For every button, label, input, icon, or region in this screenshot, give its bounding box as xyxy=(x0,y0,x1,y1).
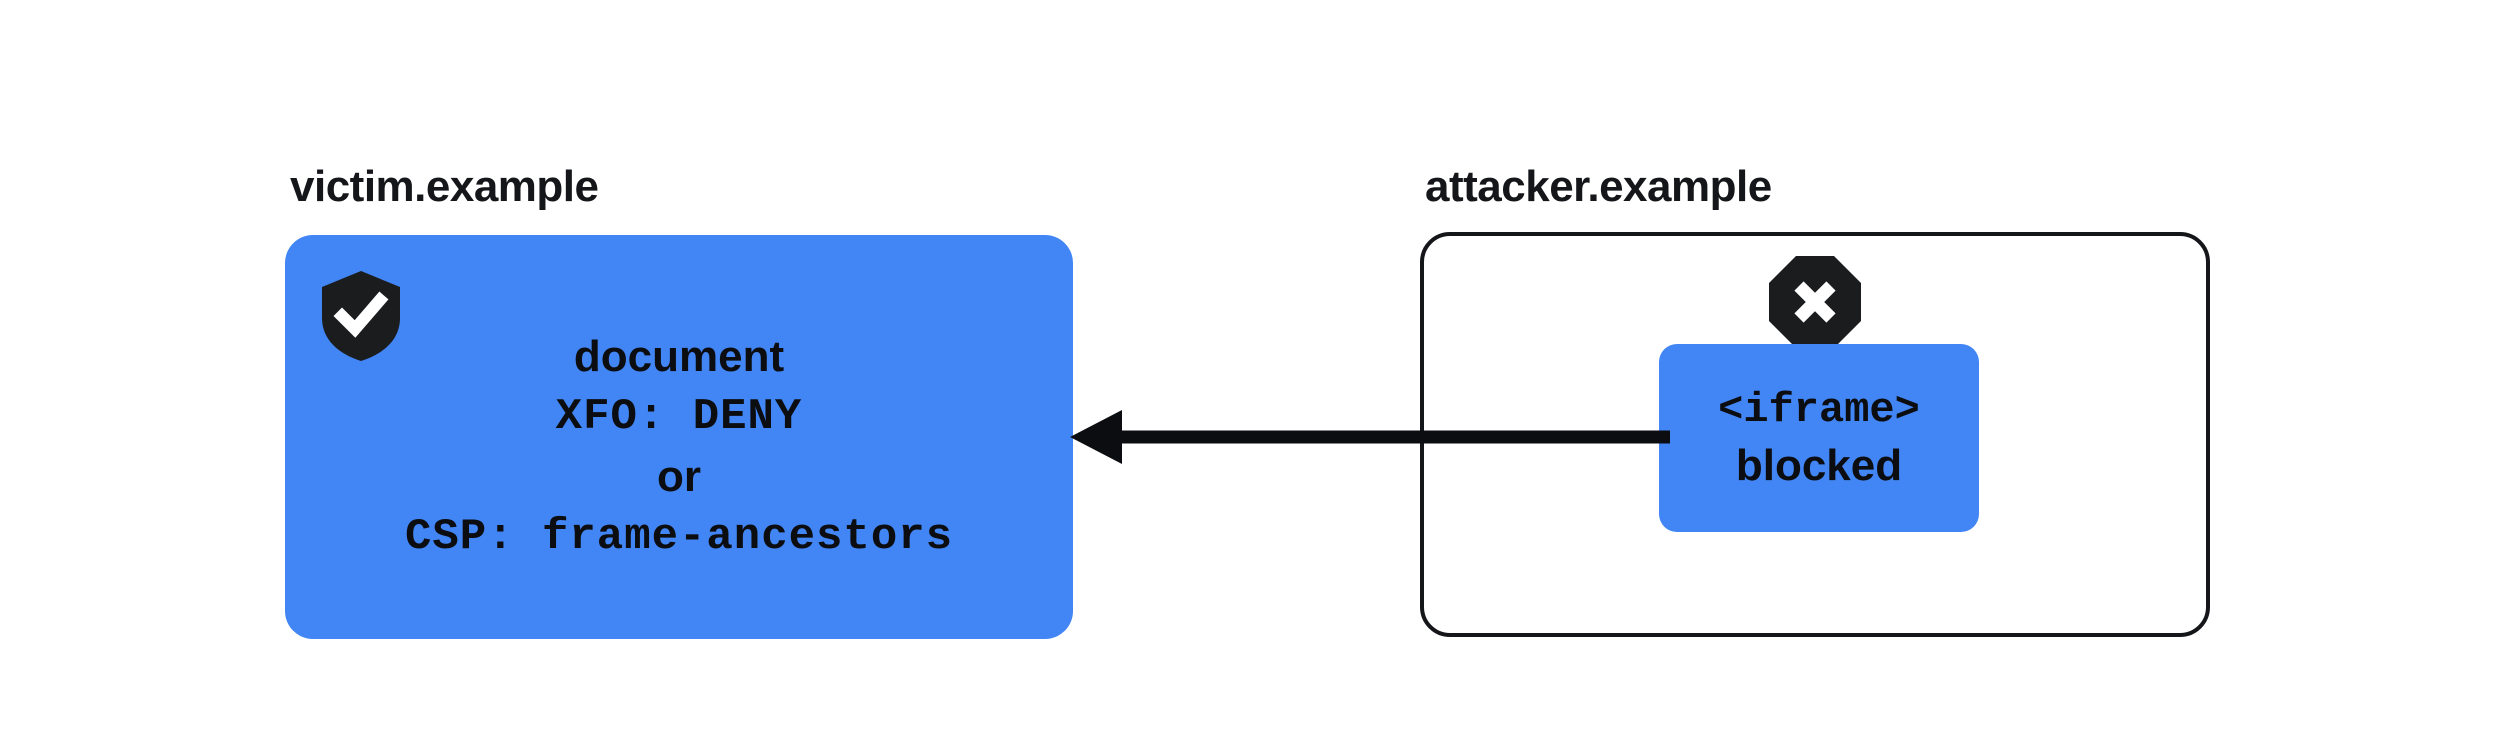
iframe-state-label: blocked xyxy=(1735,441,1903,490)
octagon-x-blocked-icon xyxy=(1767,254,1863,350)
attacker-origin-label: attacker.example xyxy=(1425,162,1772,211)
victim-document-card: document XFO: DENY or CSP: frame-ancesto… xyxy=(285,235,1073,639)
victim-origin-label: victim.example xyxy=(290,162,599,211)
victim-line-csp-frame-ancestors: CSP: frame-ancestors xyxy=(404,512,954,562)
victim-line-xfo-deny: XFO: DENY xyxy=(555,392,803,442)
iframe-tag-label: <iframe> xyxy=(1718,386,1920,434)
attacker-iframe-box: <iframe> blocked xyxy=(1659,344,1979,532)
victim-policy-text: document XFO: DENY or CSP: frame-ancesto… xyxy=(285,327,1073,567)
victim-line-or: or xyxy=(657,452,701,501)
framing-attempt-arrow xyxy=(1060,400,1670,480)
victim-line-document: document xyxy=(573,332,785,381)
shield-check-icon xyxy=(320,270,402,362)
